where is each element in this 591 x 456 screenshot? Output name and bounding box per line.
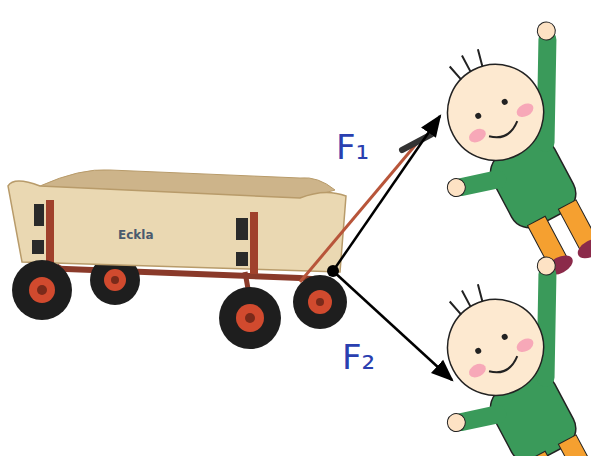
brand-name: Eckla (118, 229, 154, 241)
child-figure (395, 246, 591, 456)
force-arrow (333, 271, 452, 380)
force-arrow (333, 116, 440, 271)
attachment-point (327, 265, 339, 277)
wagon-body (8, 170, 346, 274)
force-label: F₂ (342, 340, 375, 374)
wheel (12, 260, 72, 320)
wheel (219, 287, 281, 349)
wheel (293, 275, 347, 329)
force-label: F₁ (336, 130, 369, 164)
child-figure (395, 11, 591, 302)
